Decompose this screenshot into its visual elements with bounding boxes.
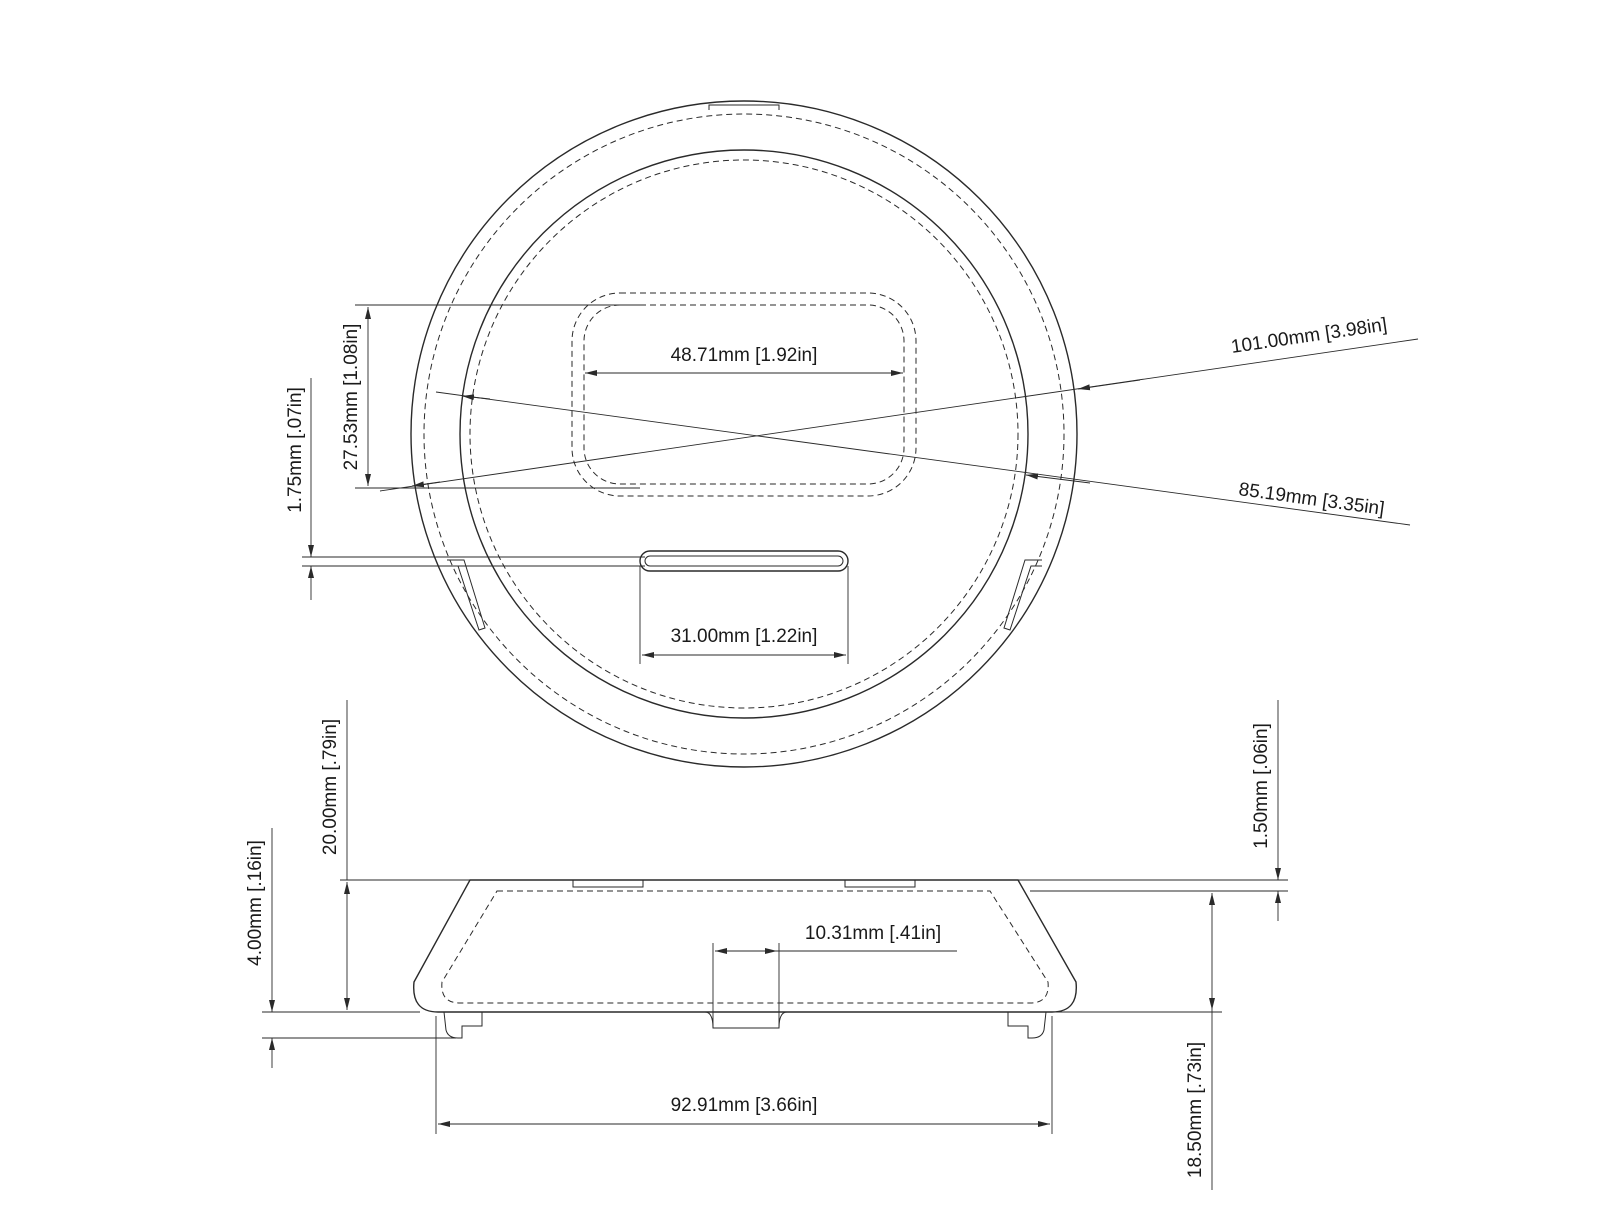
foot-height-label: 4.00mm [.16in] <box>245 840 266 966</box>
total-height-label: 20.00mm [.79in] <box>320 719 341 855</box>
inner-diameter-label: 85.19mm [3.35in] <box>1237 479 1385 520</box>
inner-rim-hidden-circle <box>469 159 1019 709</box>
slot-outline <box>639 550 849 572</box>
inner-rim-circle <box>459 149 1029 719</box>
slot-inner <box>644 555 844 567</box>
outer-diameter-arrow-left <box>411 481 441 488</box>
top-rib-right <box>844 880 916 888</box>
base-width-label: 92.91mm [3.66in] <box>671 1095 818 1116</box>
window-outer-hidden <box>571 292 917 497</box>
slot-width-label: 31.00mm [1.22in] <box>671 626 818 647</box>
top-view: 101.00mm [3.98in] 85.19mm [3.35in] 48.71… <box>285 100 1419 768</box>
left-foot <box>443 1011 483 1039</box>
inner-diameter-arrow-right <box>1025 473 1091 484</box>
top-tab <box>708 104 780 110</box>
notch-width-label: 10.31mm [.41in] <box>805 923 941 944</box>
outer-rim-circle <box>410 100 1078 768</box>
outer-diameter-arrow-right <box>1077 379 1141 391</box>
window-height-label: 27.53mm [1.08in] <box>341 324 362 471</box>
window-inner-hidden <box>583 304 905 485</box>
outer-diameter-leader <box>379 338 1419 492</box>
top-rib-left <box>572 880 644 888</box>
side-body-hidden <box>441 890 1049 1004</box>
side-view: 20.00mm [.79in] 1.50mm [.06in] 4.00mm [.… <box>245 700 1288 1190</box>
outer-diameter-label: 101.00mm [3.98in] <box>1230 314 1389 357</box>
center-notch <box>704 1011 788 1029</box>
inner-diameter-leader <box>435 391 1411 526</box>
inner-diameter-arrow-left <box>461 394 491 401</box>
right-foot <box>1007 1011 1047 1039</box>
side-body-outline <box>413 879 1077 1013</box>
right-clip <box>1003 559 1042 631</box>
body-height-label: 18.50mm [.73in] <box>1185 1042 1206 1178</box>
outer-rim-hidden-circle <box>423 113 1065 755</box>
slot-height-label: 1.75mm [.07in] <box>285 387 306 513</box>
window-width-label: 48.71mm [1.92in] <box>671 345 818 366</box>
step-height-label: 1.50mm [.06in] <box>1251 723 1272 849</box>
